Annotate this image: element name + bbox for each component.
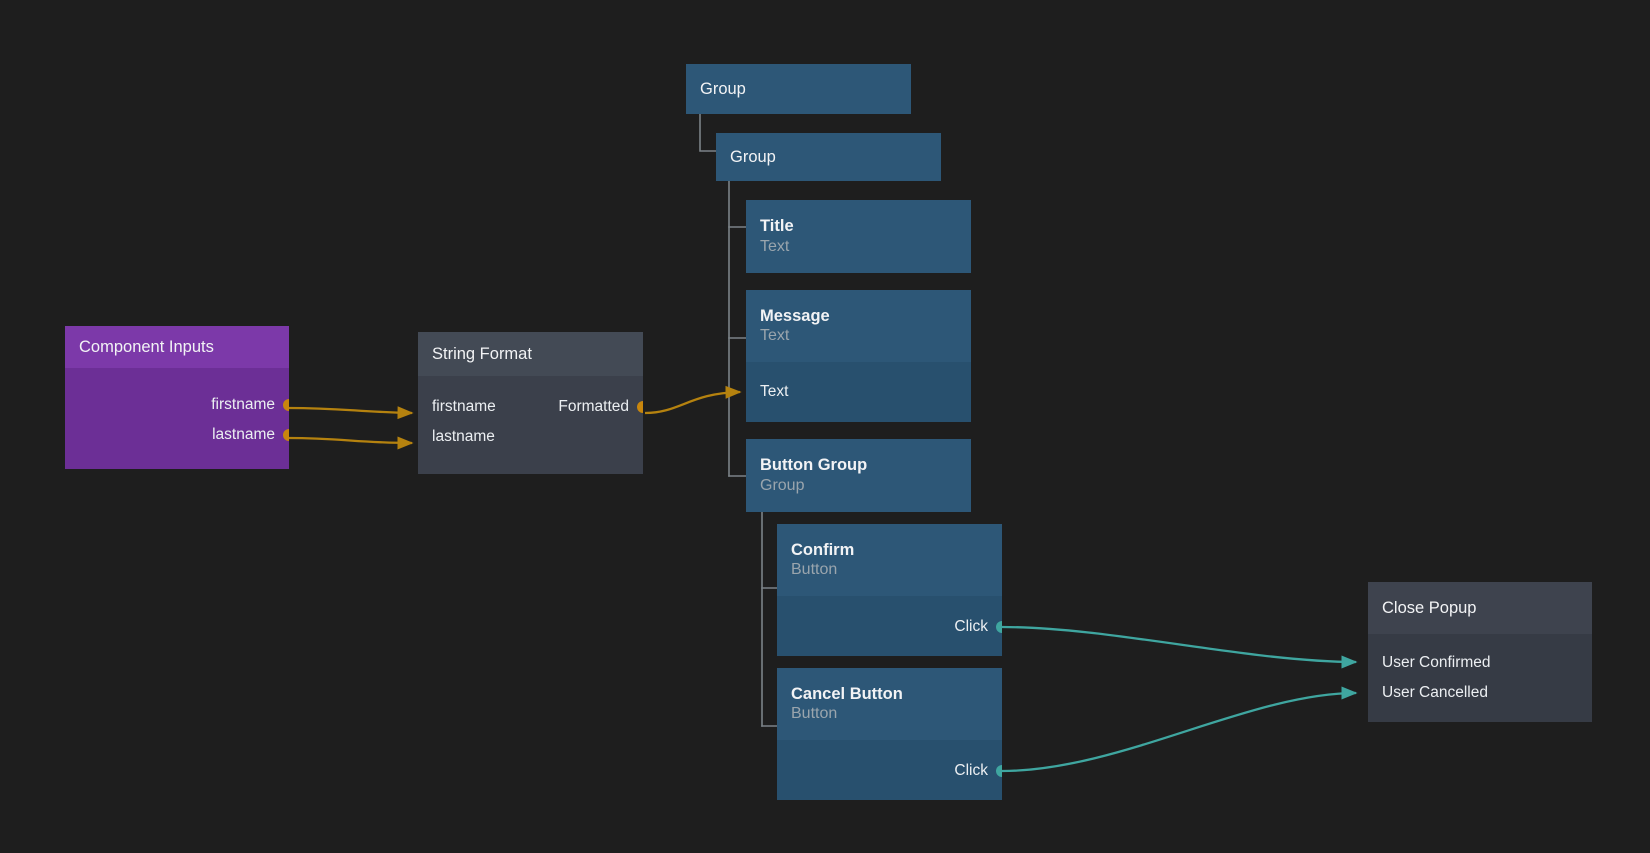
node-header: Close Popup: [1368, 582, 1592, 634]
node-header: Button Group Group: [746, 439, 971, 512]
node-string-format[interactable]: String Format firstname lastname Formatt…: [418, 332, 643, 474]
output-port-click[interactable]: Click: [954, 616, 988, 638]
output-port-lastname[interactable]: lastname: [212, 424, 275, 446]
tree-rail-outer-group: [699, 112, 717, 152]
node-subtitle: Button: [791, 561, 838, 579]
node-body: Click: [777, 596, 1002, 656]
node-cancel-button[interactable]: Cancel Button Button Click: [777, 668, 1002, 800]
node-header: Component Inputs: [65, 326, 289, 368]
output-port-firstname[interactable]: firstname: [211, 394, 275, 416]
edge-cancel-click-to-user-cancelled: [1001, 686, 1358, 773]
node-title: Group: [700, 79, 746, 98]
edge-formatted-to-message-text: [644, 385, 742, 415]
node-body: Click: [777, 740, 1002, 800]
node-header: Group: [686, 64, 911, 114]
node-component-inputs[interactable]: Component Inputs firstname lastname: [65, 326, 289, 469]
node-subtitle: Text: [760, 237, 790, 255]
node-group-inner[interactable]: Group: [716, 133, 941, 181]
edge-confirm-click-to-user-confirmed: [1001, 625, 1358, 669]
input-port-user-cancelled[interactable]: User Cancelled: [1382, 682, 1488, 704]
node-title: Component Inputs: [79, 337, 214, 356]
node-title: Message: [760, 306, 830, 325]
node-header: Group: [716, 133, 941, 181]
node-header: Confirm Button: [777, 524, 1002, 596]
node-header: Message Text: [746, 290, 971, 362]
node-title-element[interactable]: Title Text: [746, 200, 971, 273]
node-title: Button Group: [760, 456, 868, 475]
output-port-click[interactable]: Click: [954, 760, 988, 782]
port-label: Click: [954, 618, 988, 635]
node-subtitle: Button: [791, 705, 838, 723]
output-port-dot-firstname[interactable]: [283, 399, 289, 411]
node-button-group[interactable]: Button Group Group: [746, 439, 971, 512]
output-port-dot-lastname[interactable]: [283, 429, 289, 441]
input-port-firstname[interactable]: firstname: [432, 396, 496, 418]
port-label: firstname: [432, 398, 496, 415]
node-title: Title: [760, 217, 794, 236]
port-label: User Cancelled: [1382, 684, 1488, 701]
node-group-outer[interactable]: Group: [686, 64, 911, 114]
input-port-text[interactable]: Text: [760, 381, 788, 403]
output-port-dot-click[interactable]: [996, 621, 1002, 633]
node-close-popup[interactable]: Close Popup User Confirmed User Cancelle…: [1368, 582, 1592, 722]
port-label: Click: [954, 762, 988, 779]
node-header: Cancel Button Button: [777, 668, 1002, 740]
node-title: String Format: [432, 344, 532, 363]
output-port-dot-formatted[interactable]: [637, 401, 643, 413]
output-port-formatted[interactable]: Formatted: [558, 396, 629, 418]
node-title: Group: [730, 147, 776, 166]
port-label: Text: [760, 383, 789, 400]
tree-rail-inner-group: [728, 179, 747, 477]
input-port-user-confirmed[interactable]: User Confirmed: [1382, 652, 1491, 674]
node-confirm-button[interactable]: Confirm Button Click: [777, 524, 1002, 656]
node-title: Cancel Button: [791, 684, 903, 703]
output-port-dot-click[interactable]: [996, 765, 1002, 777]
input-port-lastname[interactable]: lastname: [432, 426, 495, 448]
node-body: firstname lastname Formatted: [418, 376, 643, 474]
port-label: lastname: [212, 426, 275, 443]
node-body: firstname lastname: [65, 368, 289, 469]
node-subtitle: Text: [760, 327, 790, 345]
port-label: lastname: [432, 428, 495, 445]
node-body: User Confirmed User Cancelled: [1368, 634, 1592, 722]
node-header: Title Text: [746, 200, 971, 273]
node-title: Confirm: [791, 540, 855, 559]
node-title: Close Popup: [1382, 598, 1477, 617]
node-message-element[interactable]: Message Text Text: [746, 290, 971, 422]
node-header: String Format: [418, 332, 643, 376]
port-label: User Confirmed: [1382, 654, 1491, 671]
port-label: Formatted: [558, 398, 629, 415]
node-subtitle: Group: [760, 476, 805, 494]
node-body: Text: [746, 362, 971, 422]
port-label: firstname: [211, 396, 275, 413]
edge-firstname: [288, 406, 414, 420]
tree-rail-button-group: [761, 507, 779, 727]
edge-lastname: [288, 436, 414, 450]
